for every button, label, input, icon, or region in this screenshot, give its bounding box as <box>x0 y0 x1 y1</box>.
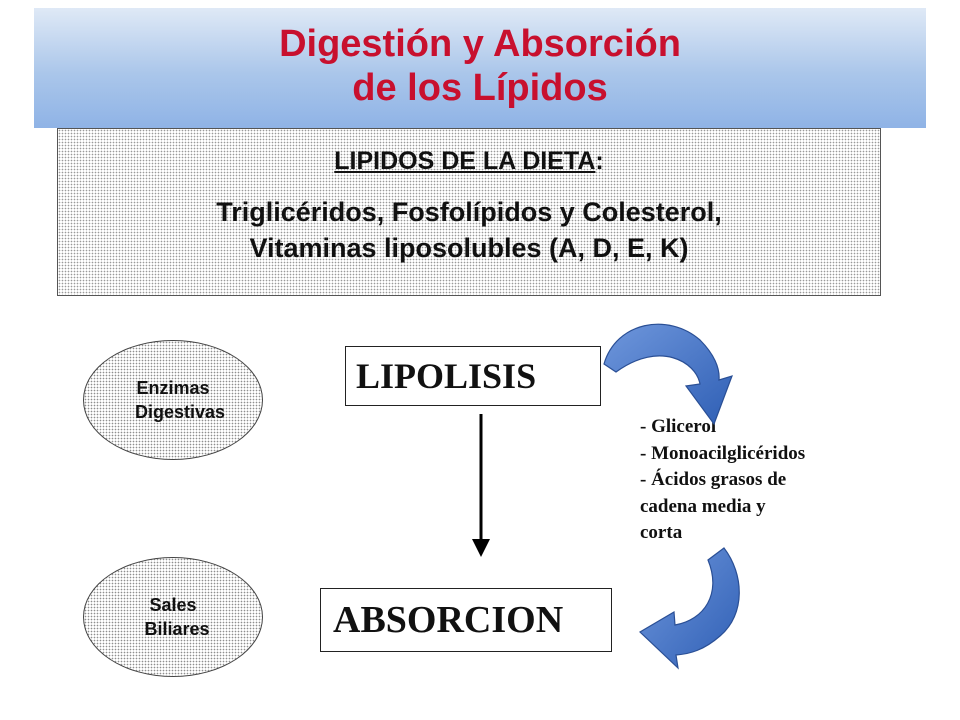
title-line-1: Digestión y Absorción <box>279 23 681 65</box>
lipolysis-box: LIPOLISIS <box>345 346 601 406</box>
product-line-4: cadena media y <box>640 495 766 517</box>
product-line-1: - Glicerol <box>640 416 717 437</box>
dietary-lipids-heading-text: LIPIDOS DE LA DIETA <box>334 147 596 175</box>
dietary-lipids-line-2: Vitaminas liposolubles (A, D, E, K) <box>249 233 689 263</box>
digestive-enzymes-label-2: Digestivas <box>134 402 226 422</box>
curved-arrow-to-products-icon <box>603 323 733 426</box>
bile-salts-ellipse: Sales Biliares <box>83 557 263 677</box>
title-line-2: de los Lípidos <box>352 67 608 109</box>
curved-arrow-to-absorption-icon <box>639 547 740 670</box>
bile-salts-label-2: Biliares <box>144 619 210 639</box>
bile-salts-label-1: Sales <box>149 595 197 615</box>
digestive-enzymes-label-1: Enzimas <box>136 378 210 398</box>
dietary-lipids-line-1: Triglicéridos, Fosfolípidos y Colesterol… <box>216 197 722 227</box>
digestive-enzymes-ellipse: Enzimas Digestivas <box>83 340 263 460</box>
dietary-lipids-list: Triglicéridos, Fosfolípidos y Colesterol… <box>58 194 880 266</box>
product-line-2: - Monoacilglicéridos <box>640 442 806 464</box>
dietary-lipids-heading: LIPIDOS DE LA DIETA: <box>58 147 880 176</box>
absorption-box: ABSORCION <box>320 588 612 652</box>
absorption-label: ABSORCION <box>333 599 564 641</box>
product-line-5: corta <box>640 522 683 543</box>
title-banner: Digestión y Absorción de los Lípidos <box>34 8 926 128</box>
product-line-3: - Ácidos grasos de <box>640 469 787 490</box>
lipolysis-products-list: - Glicerol - Monoacilglicéridos - Ácidos… <box>640 414 890 547</box>
lipolysis-label: LIPOLISIS <box>356 356 537 396</box>
dietary-lipids-heading-colon: : <box>595 147 604 175</box>
dietary-lipids-box: LIPIDOS DE LA DIETA: Triglicéridos, Fosf… <box>57 128 881 296</box>
